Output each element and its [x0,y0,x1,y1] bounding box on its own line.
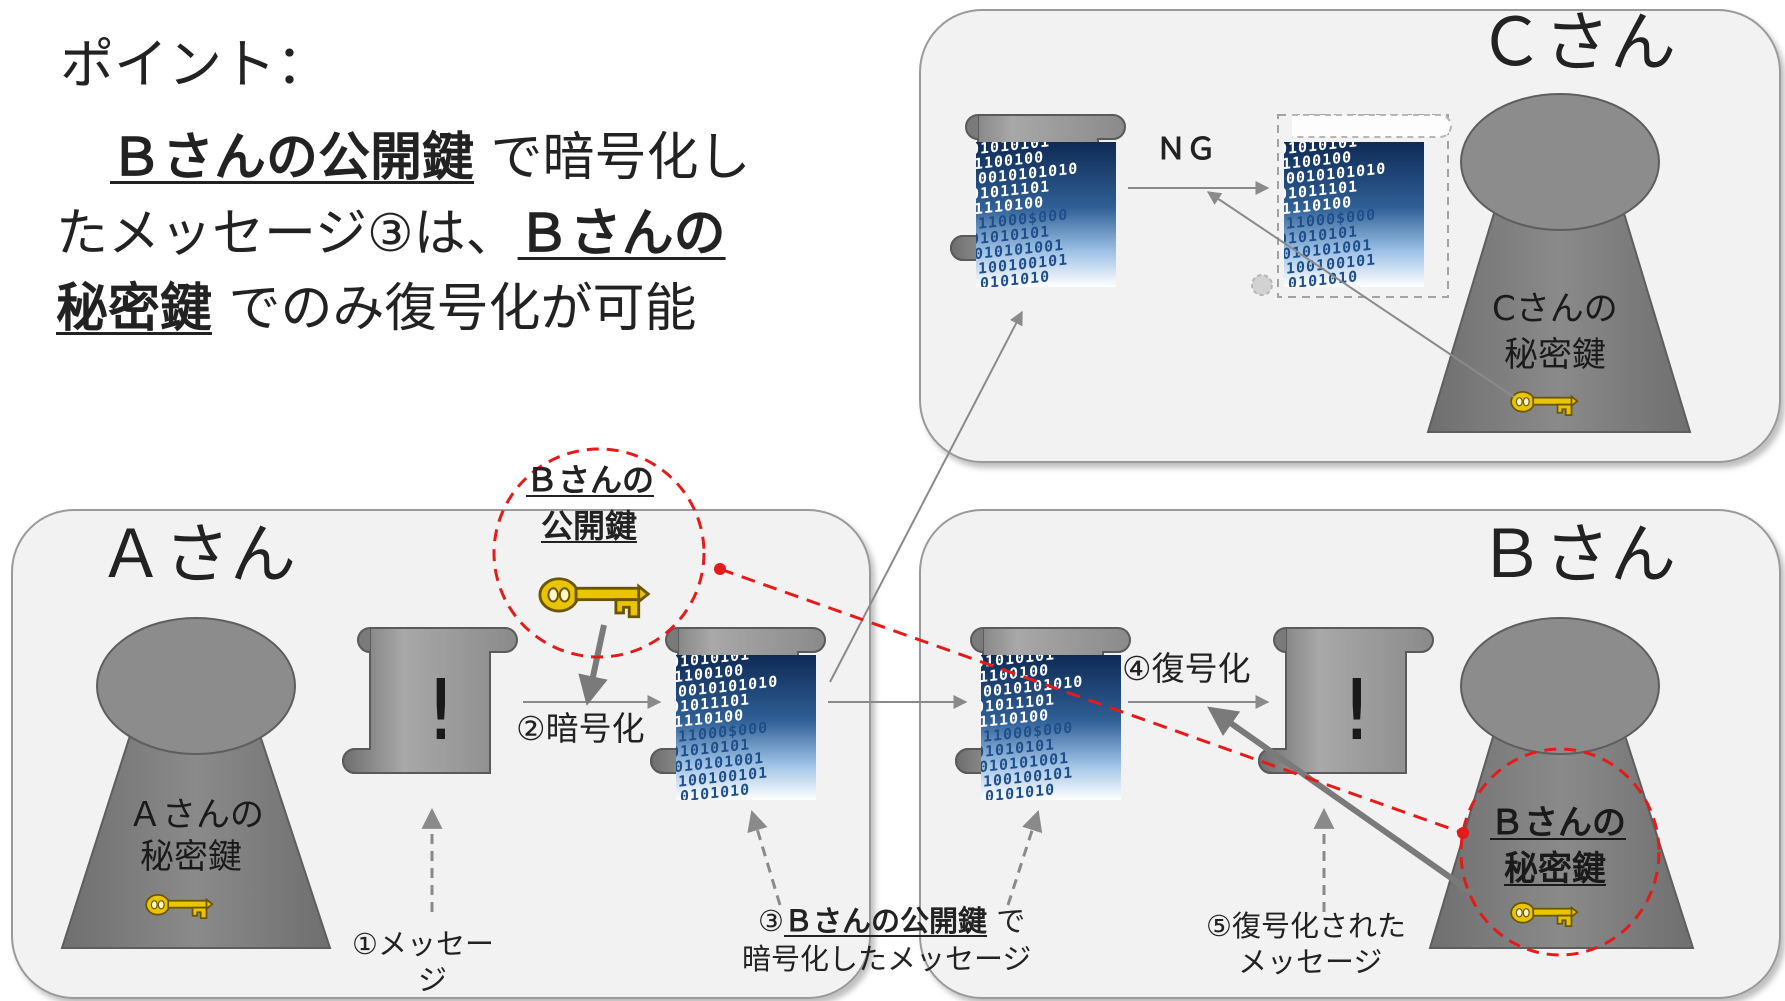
label-msg3-2: 暗号化したメッセージ [742,942,1032,976]
scroll-mark-decrypted: ! [1340,661,1374,759]
point-line1-rest: で暗号化し [490,128,751,188]
person-c-label-1: Cさんの [1492,289,1618,329]
point-line3-rest: でのみ復号化が可能 [228,279,697,339]
label-msg5-1: ⑤復号化された [1206,909,1406,943]
panel-b-title: Ｂさん [1478,516,1676,593]
public-key-label-1: Ｂさんの [526,461,655,499]
arrow-public-key-use [578,624,608,706]
person-c-label-2: 秘密鍵 [1504,335,1606,375]
cipher-image-a: 0101010111001000010101010010111011110100… [670,655,816,806]
arrow-private-key-c-use [1206,191,1515,398]
person-b-label-1: Ｂさんの [1490,803,1626,843]
point-line2-start: たメッセージ③は、 [56,204,518,264]
point-private-key: 秘密鍵 [56,279,213,339]
public-key-highlight [492,447,706,659]
point-heading: ポイント： [60,33,330,96]
panel-c-title: Ｃさん [1478,4,1676,81]
panel-a-title: Ａさん [98,516,296,593]
point-line2-key: Ｂさんの [517,204,726,264]
cipher-text-line: 10101010 [975,780,1055,806]
cipher-text-line: 10101010 [670,780,750,806]
point-line2: たメッセージ③は、Ｂさんの [56,208,726,260]
key-pair-link-end [1457,827,1469,839]
label-decrypt: ④復号化 [1122,649,1251,688]
point-public-key: Ｂさんの公開鍵 [110,128,475,188]
point-line3: 秘密鍵 でのみ復号化が可能 [56,283,697,335]
key-pair-link [719,567,1464,835]
point-line1: Ｂさんの公開鍵 で暗号化し [110,132,751,184]
person-b-label-2: 秘密鍵 [1504,849,1606,889]
person-a-label-2: 秘密鍵 [140,837,242,877]
label-msg1-2: ジ [418,963,448,997]
public-key-label-2: 公開鍵 [541,507,638,545]
label-msg3-rest: で [996,904,1026,938]
cipher-text-line: 10101010 [1278,267,1358,293]
label-ng: ＮＧ [1156,132,1216,167]
cipher-image-c-failed: 0101010111001000010101010010111011110100… [1278,142,1424,293]
label-msg1-1: ①メッセー [352,927,494,961]
label-msg3-num: ③ [758,904,784,938]
label-msg3-1: ③Ｂさんの公開鍵 で [758,907,1025,936]
person-a [60,617,332,949]
label-msg3-key: Ｂさんの公開鍵 [784,904,988,938]
person-a-label-1: Ａさんの [128,795,264,835]
cipher-text-line: 10101010 [970,267,1050,293]
cipher-image-c: 0101010111001000010101010010111011110100… [970,142,1116,293]
label-msg5-2: メッセージ [1238,945,1383,979]
scroll-mark-plain: ! [424,661,458,759]
private-key-b-highlight [1459,747,1661,957]
cipher-image-b: 0101010111001000010101010010111011110100… [975,655,1121,806]
key-pair-link-start [714,563,726,575]
arrow-private-key-b-use [1207,706,1476,897]
label-encrypt: ②暗号化 [516,709,645,748]
